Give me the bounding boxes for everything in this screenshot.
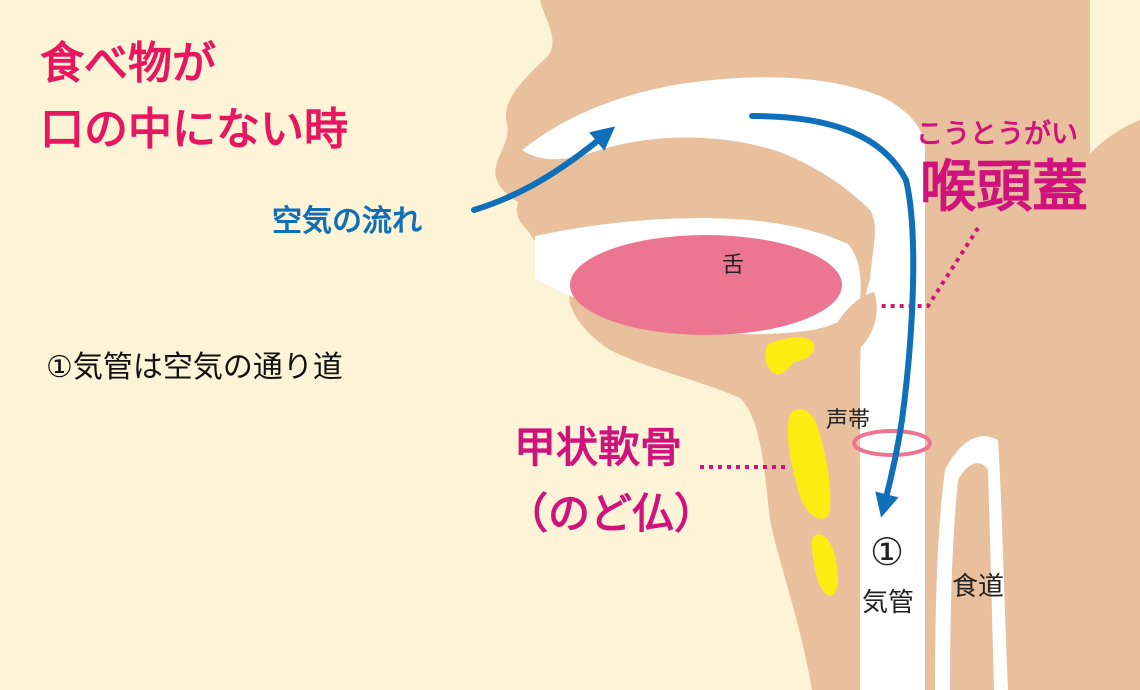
airflow-in-arrow [471,126,616,213]
adams-apple-label: （のど仏） [506,489,717,538]
tongue-shape [570,235,842,335]
esophagus-label: 食道 [952,572,1005,602]
trachea-number: ① [870,530,905,574]
trachea-label: 気管 [862,588,915,618]
vocal-cords-ring [852,429,932,457]
epiglottis-flap [832,292,877,348]
airflow-label: 空気の流れ [272,204,422,239]
palate [516,158,865,244]
title-line-2: 口の中にない時 [40,104,348,155]
thyroid-cartilage [787,409,831,519]
esophagus-inner [950,463,994,690]
airflow-down-arrow [749,113,917,518]
tongue-label: 舌 [722,253,745,278]
title-line-1: 食べ物が [40,38,216,89]
trachea-note: ①気管は空気の通り道 [46,350,343,385]
nasal-cavity [522,77,925,690]
thyroid-cartilage-label: 甲状軟骨 [514,423,683,472]
cricoid-cartilage [811,534,838,596]
epiglottis-reading: こうとうがい [916,119,1078,150]
epiglottis-pointer [878,226,980,308]
hyoid-cartilage [765,337,815,375]
vocal-cords-label: 声帯 [826,408,871,433]
epiglottis-label: 喉頭蓋 [920,155,1088,220]
